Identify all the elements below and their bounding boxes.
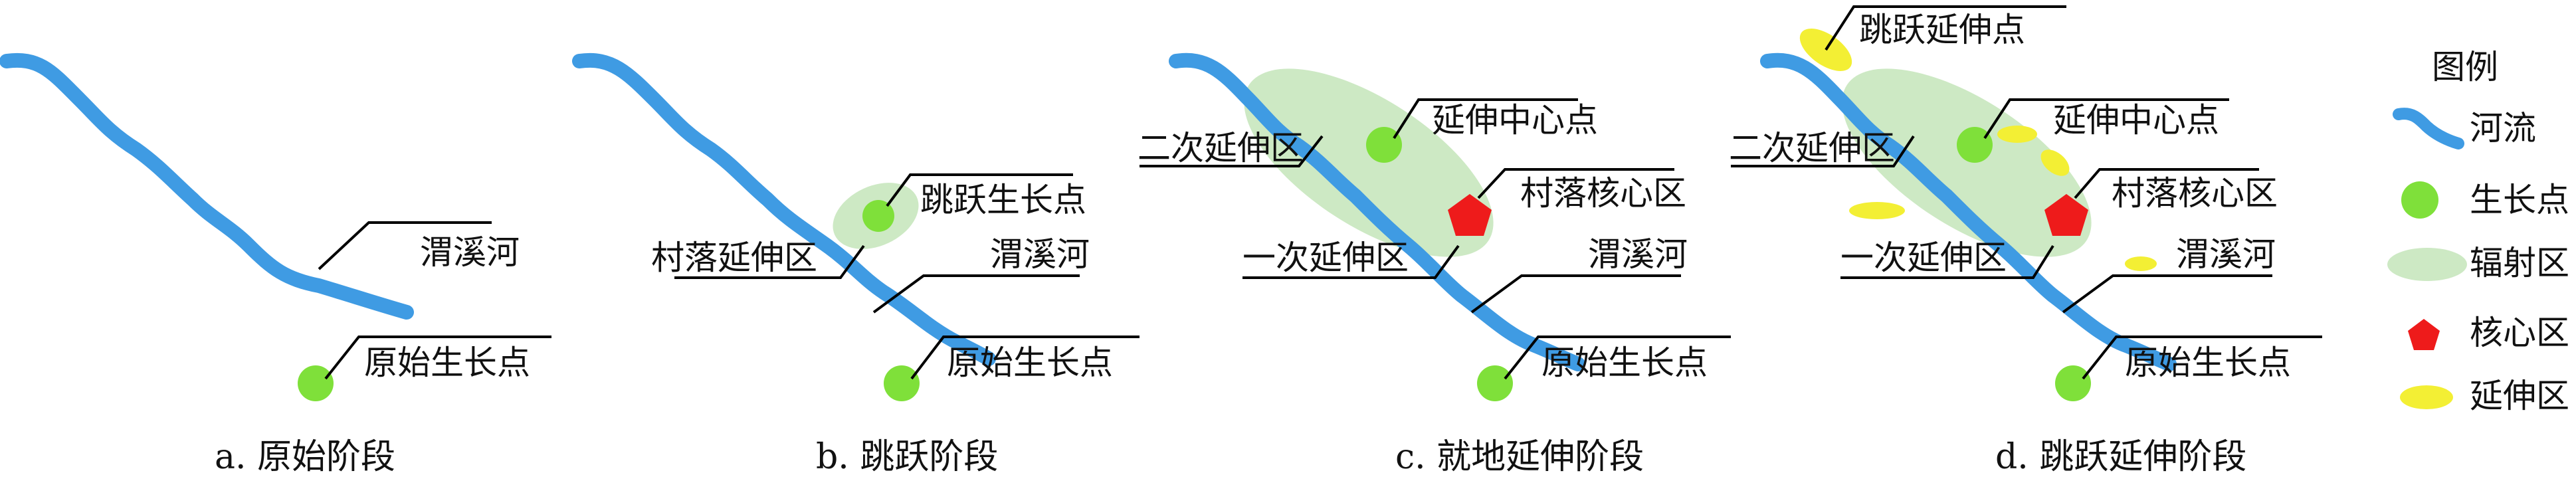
leader-primary-c [1242, 244, 1460, 279]
leader-river-b [872, 274, 1080, 314]
origin-point-c [1477, 365, 1513, 401]
core-label-c: 村落核心区 [1520, 174, 1686, 213]
center-label-d: 延伸中心点 [2053, 101, 2219, 140]
leader-origin-d [2082, 336, 2322, 380]
river-line-icon [2393, 108, 2464, 149]
river-c [1169, 52, 1585, 371]
origin-point-d [2055, 365, 2091, 401]
radiation-zone-c [1244, 68, 1494, 257]
extension-zone-d-2 [1997, 126, 2037, 143]
legend-title: 图例 [2432, 48, 2498, 86]
leader-river-d [2062, 274, 2272, 314]
jump-point-b [862, 200, 894, 232]
extension-zone-d-4 [1849, 202, 1905, 219]
river-b [572, 52, 996, 366]
green-dot-icon [2401, 181, 2438, 219]
primary-label-d: 一次延伸区 [1840, 239, 2007, 277]
legend-label-core: 核心区 [2470, 314, 2569, 352]
river-label-a: 渭溪河 [420, 233, 520, 272]
leader-center-d [1983, 98, 2229, 140]
leader-river-a [318, 221, 492, 270]
leader-center-c [1393, 98, 1578, 140]
leader-origin-a [324, 336, 551, 380]
jump-ext-label-d: 跳跃延伸点 [1859, 11, 2025, 49]
leader-village-ext-b [674, 244, 865, 279]
village-ext-label-b: 村落延伸区 [651, 239, 817, 277]
river-label-c: 渭溪河 [1588, 235, 1688, 274]
origin-label-b: 原始生长点 [947, 343, 1113, 382]
center-point-d [1957, 127, 1993, 163]
panel-b: 跳跃生长点 村落延伸区 渭溪河 原始生长点 b. 跳跃阶段 [572, 52, 1139, 477]
leader-origin-c [1504, 336, 1731, 380]
river-label-d: 渭溪河 [2176, 235, 2276, 274]
legend-label-river: 河流 [2470, 109, 2536, 147]
center-point-c [1366, 127, 1402, 163]
radiation-zone-d [1842, 68, 2092, 257]
legend: 图例 河流 生长点 辐射区 核心区 延伸区 [2387, 48, 2569, 415]
extension-zone-d-5 [2125, 256, 2157, 271]
leader-core-d [2074, 168, 2259, 199]
leader-river-c [1470, 274, 1681, 314]
leader-origin-b [910, 336, 1139, 380]
legend-label-radiation: 辐射区 [2470, 244, 2569, 282]
panel-a: 渭溪河 原始生长点 a. 原始阶段 [0, 52, 551, 477]
green-ellipse-icon [2387, 248, 2467, 281]
core-zone-d [2044, 194, 2088, 236]
panel-c: 延伸中心点 二次延伸区 村落核心区 一次延伸区 渭溪河 原始生长点 c. 就地延… [1138, 52, 1731, 477]
origin-point-a [298, 365, 334, 401]
red-pentagon-icon [2408, 319, 2440, 350]
primary-label-c: 一次延伸区 [1242, 239, 1409, 277]
leader-jump-ext-d [1825, 5, 2066, 51]
jump-label-b: 跳跃生长点 [920, 181, 1086, 219]
origin-label-a: 原始生长点 [364, 343, 530, 382]
legend-label-growth: 生长点 [2470, 181, 2569, 219]
caption-d: d. 跳跃延伸阶段 [1995, 437, 2246, 477]
leader-secondary-d [1731, 135, 1915, 167]
legend-label-extension: 延伸区 [2470, 377, 2569, 415]
origin-label-c: 原始生长点 [1541, 343, 1708, 382]
leader-core-c [1477, 168, 1674, 199]
origin-label-d: 原始生长点 [2125, 343, 2291, 382]
river-d [1760, 52, 2177, 371]
core-label-d: 村落核心区 [2112, 174, 2278, 213]
leader-jump-b [886, 173, 1073, 207]
caption-c: c. 就地延伸阶段 [1395, 437, 1644, 477]
yellow-ellipse-icon [2400, 385, 2453, 409]
secondary-label-d: 二次延伸区 [1729, 129, 1895, 167]
origin-point-b [884, 365, 920, 401]
core-zone-c [1448, 194, 1492, 236]
leader-secondary-c [1139, 135, 1324, 167]
river-a [0, 52, 414, 320]
leader-primary-d [1840, 244, 2054, 279]
river-label-b: 渭溪河 [990, 235, 1090, 274]
caption-a: a. 原始阶段 [215, 437, 395, 477]
extension-zone-d-3 [2040, 149, 2070, 176]
center-label-c: 延伸中心点 [1432, 101, 1598, 140]
panel-d: 跳跃延伸点 延伸中心点 二次延伸区 村落核心区 一次延伸区 渭溪河 原始生长点 … [1729, 5, 2322, 477]
secondary-label-c: 二次延伸区 [1138, 129, 1304, 167]
caption-b: b. 跳跃阶段 [816, 437, 998, 477]
